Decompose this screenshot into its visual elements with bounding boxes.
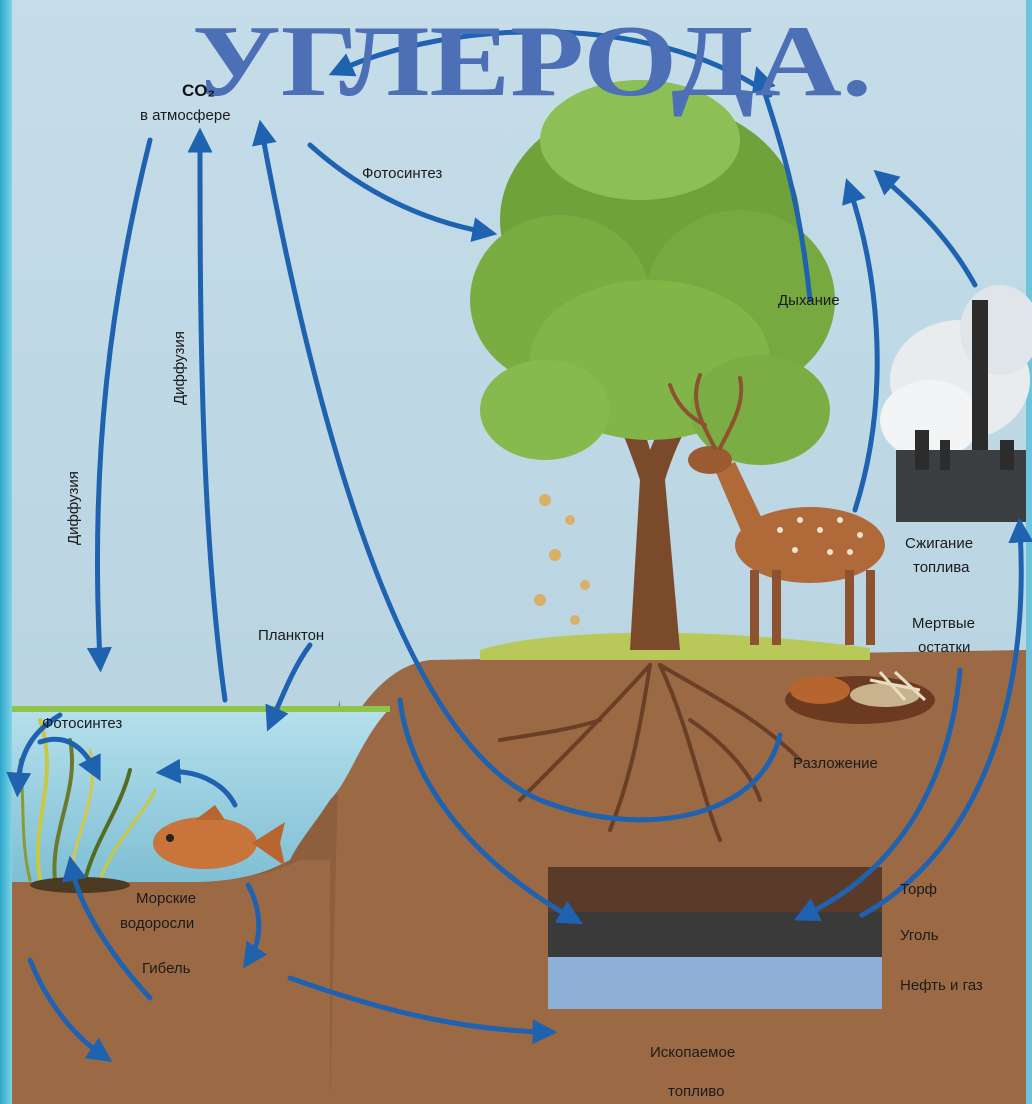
- label-burning-line2: топлива: [913, 559, 970, 576]
- label-photosynthesis-land: Фотосинтез: [362, 165, 442, 182]
- label-coal: Уголь: [900, 927, 939, 944]
- oil-gas-layer: [548, 957, 882, 1009]
- coal-layer: [548, 912, 882, 957]
- label-burning-line1: Сжигание: [905, 535, 973, 552]
- label-oil-gas: Нефть и газ: [900, 977, 983, 994]
- label-death: Гибель: [142, 960, 191, 977]
- label-seaweed-line2: водоросли: [120, 915, 194, 932]
- co2-label: CO₂: [182, 81, 215, 100]
- sea-surface-line: [12, 706, 390, 712]
- label-peat: Торф: [900, 881, 937, 898]
- page-title: УГЛЕРОДА.: [192, 5, 872, 118]
- label-plankton: Планктон: [258, 627, 324, 644]
- label-decomposition: Разложение: [793, 755, 878, 772]
- label-fossil-fuel-line2: топливо: [668, 1083, 724, 1100]
- label-diffusion-down: Диффузия: [65, 471, 82, 545]
- label-fossil-fuel-line1: Ископаемое: [650, 1044, 735, 1061]
- label-respiration: Дыхание: [778, 292, 840, 309]
- label-dead-remains-line2: остатки: [918, 639, 970, 656]
- label-diffusion-up: Диффузия: [171, 331, 188, 405]
- atmosphere-caption: в атмосфере: [140, 107, 231, 124]
- label-photosynthesis-sea: Фотосинтез: [42, 715, 122, 732]
- peat-layer: [548, 867, 882, 912]
- label-seaweed-line1: Морские: [136, 890, 196, 907]
- label-dead-remains-line1: Мертвые: [912, 615, 975, 632]
